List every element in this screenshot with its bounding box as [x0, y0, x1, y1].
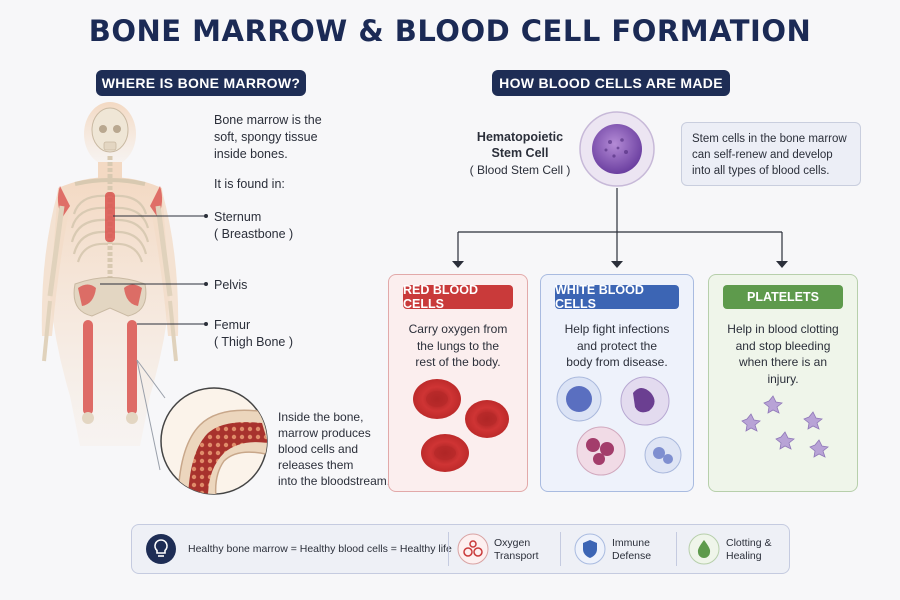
lightbulb-icon	[146, 534, 176, 564]
white-blood-cells-illustration	[556, 376, 682, 476]
femur-label: Femur ( Thigh Bone )	[214, 318, 293, 349]
white-blood-cells-card: WHITE BLOOD CELLS Help fight infections …	[540, 274, 694, 492]
white-blood-cells-title: WHITE BLOOD CELLS	[555, 283, 679, 311]
where-heading: WHERE IS BONE MARROW?	[96, 70, 306, 96]
stem-cell-icon	[579, 111, 655, 187]
shield-icon	[574, 533, 606, 565]
clotting-healing-label: Clotting & Healing	[726, 537, 772, 562]
divider	[676, 532, 677, 566]
platelets-desc: Help in blood clotting and stop bleeding…	[727, 322, 839, 386]
divider	[560, 532, 561, 566]
white-blood-cells-desc: Help fight infections and protect the bo…	[564, 322, 670, 369]
summary-message: Healthy bone marrow = Healthy blood cell…	[188, 543, 452, 555]
inset-description: Inside the bone, marrow produces blood c…	[278, 410, 391, 488]
divider	[448, 532, 449, 566]
droplet-icon	[688, 533, 720, 565]
red-blood-cells-card: RED BLOOD CELLS Carry oxygen from the lu…	[388, 274, 528, 492]
pelvis-label: Pelvis	[214, 278, 248, 292]
platelets-card: PLATELETS Help in blood clotting and sto…	[708, 274, 858, 492]
skeleton-illustration	[41, 102, 179, 446]
bone-cross-section-inset	[160, 387, 268, 495]
stem-cell-sub: ( Blood Stem Cell )	[469, 163, 571, 177]
found-in-label: It is found in:	[214, 177, 285, 191]
red-cells-icon	[457, 533, 489, 565]
platelets-title: PLATELETS	[723, 285, 843, 309]
stem-cell-label: Hematopoietic Stem Cell	[476, 130, 564, 160]
platelets-illustration	[741, 395, 829, 458]
stem-cell-note: Stem cells in the bone marrow can self-r…	[681, 122, 861, 186]
page-title: BONE MARROW & BLOOD CELL FORMATION	[88, 14, 812, 48]
immune-defense-label: Immune Defense	[612, 537, 652, 562]
red-blood-cells-illustration	[413, 379, 509, 472]
marrow-intro: Bone marrow is the soft, spongy tissue i…	[214, 113, 322, 161]
sternum-label: Sternum ( Breastbone )	[214, 210, 294, 241]
red-blood-cells-title: RED BLOOD CELLS	[403, 283, 513, 311]
red-blood-cells-desc: Carry oxygen from the lungs to the rest …	[408, 322, 508, 369]
oxygen-transport-label: Oxygen Transport	[494, 537, 539, 562]
how-heading: HOW BLOOD CELLS ARE MADE	[492, 70, 730, 96]
